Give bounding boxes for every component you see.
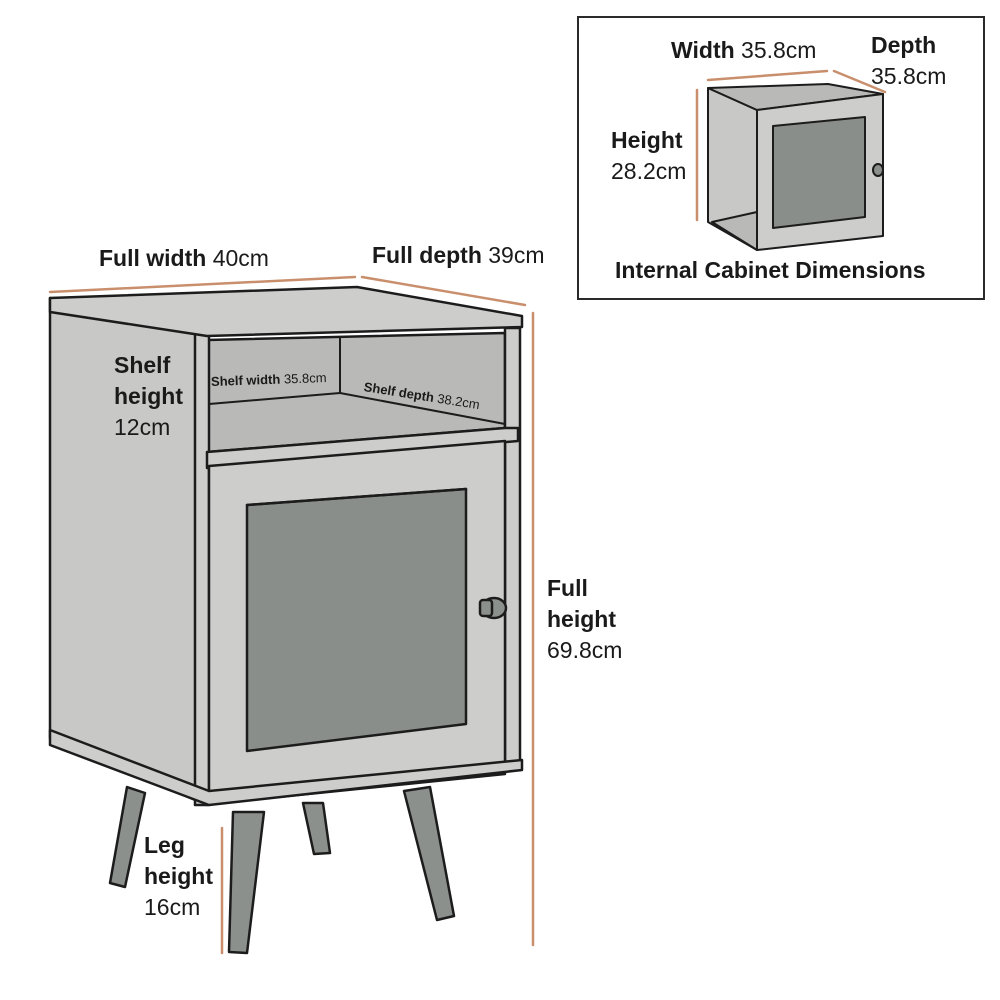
shelf-width-label: Shelf width 35.8cm — [210, 369, 327, 389]
full-width-label: Full width 40cm — [99, 245, 269, 271]
shelf-dimension-guides — [208, 336, 506, 425]
leg-front-right — [402, 785, 456, 922]
front-frame-left — [193, 330, 211, 807]
shelf-bottom — [205, 426, 520, 470]
glass-bevel — [245, 487, 468, 507]
inset-height-label: Height 28.2cm — [611, 127, 687, 185]
internal-dimensions-panel — [577, 16, 985, 300]
dimension-lines — [48, 69, 887, 955]
shelf-height-label: Shelf height 12cm — [114, 352, 183, 441]
door-knob-stem — [478, 598, 494, 618]
dim-inset-depth — [832, 69, 887, 94]
inset-knob — [872, 163, 884, 177]
inset-width-label: Width 35.8cm — [671, 37, 817, 63]
base-trim — [48, 728, 524, 807]
leg-front-left — [227, 810, 266, 955]
leg-height-label: Leg height 16cm — [144, 832, 213, 921]
shelf-width-guide — [208, 392, 341, 405]
inset-glass — [772, 116, 866, 229]
dim-full-width — [48, 275, 357, 294]
leg-back-right — [301, 801, 332, 856]
front-frame-right — [503, 326, 522, 772]
full-depth-label: Full depth 39cm — [372, 242, 545, 268]
leg-back-left — [108, 785, 147, 889]
shelf-depth-guide — [339, 392, 506, 425]
cabinet-top — [48, 285, 524, 338]
full-height-label: Full height 69.8cm — [547, 575, 623, 664]
inset-title: Internal Cabinet Dimensions — [615, 257, 926, 283]
door-glass-panel — [245, 487, 468, 753]
inset-depth-label: Depth 35.8cm — [871, 32, 947, 90]
dim-inset-width — [706, 69, 829, 82]
internal-cabinet-drawing — [707, 83, 884, 251]
dim-full-depth — [360, 275, 527, 307]
bedside-cabinet-drawing — [48, 285, 524, 955]
